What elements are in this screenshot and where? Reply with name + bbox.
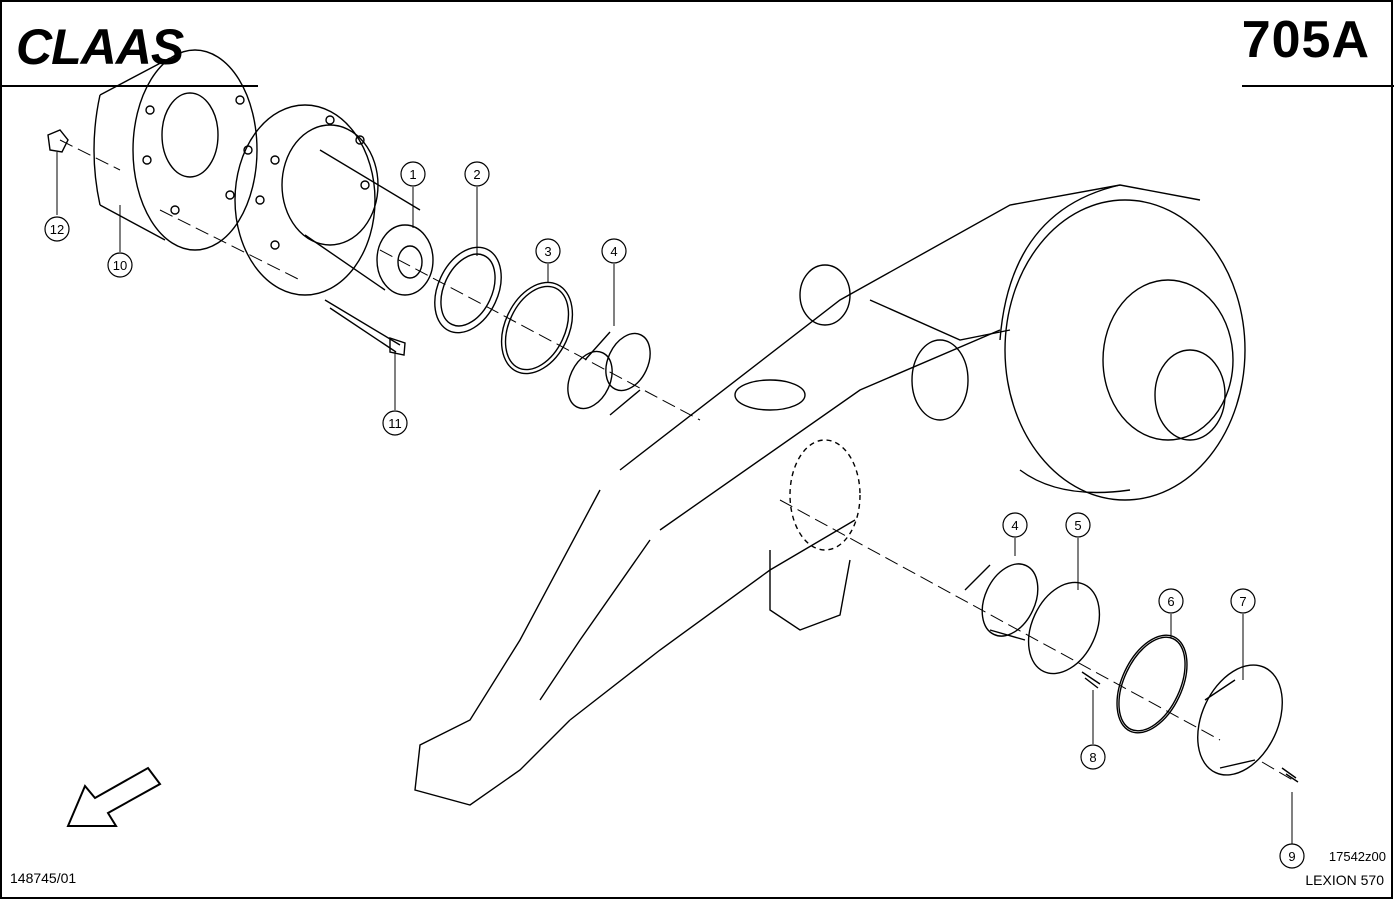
svg-text:7: 7: [1239, 594, 1246, 609]
callout-2: 2: [464, 161, 490, 187]
callout-1: 1: [400, 161, 426, 187]
callout-11: 11: [382, 410, 408, 436]
svg-text:CLAAS: CLAAS: [16, 20, 184, 72]
bolt-head-11: [389, 337, 406, 356]
callout-3: 3: [535, 238, 561, 264]
center-lines: [59, 139, 1297, 783]
callout-12: 12: [44, 216, 70, 242]
callout-5: 5: [1065, 512, 1091, 538]
cover-plate-part-5: [1027, 581, 1101, 675]
snap-ring-part-3: [500, 281, 574, 375]
drawing-id: 148745/01: [10, 870, 77, 886]
svg-text:4: 4: [610, 244, 617, 259]
front-direction-arrow-icon: [66, 766, 162, 827]
callouts: 1 2 3 4 4 5 6 7 8 9 10 11 12: [44, 161, 1305, 869]
ring-part-2: [434, 246, 502, 334]
svg-text:5: 5: [1074, 518, 1081, 533]
callout-4-upper: 4: [601, 238, 627, 264]
sheet-number: 705A: [1241, 11, 1370, 69]
svg-text:3: 3: [544, 244, 551, 259]
svg-text:1: 1: [409, 167, 416, 182]
callout-8: 8: [1080, 744, 1106, 770]
callout-10: 10: [107, 252, 133, 278]
line-art: [47, 49, 1299, 844]
stub-axle-part-1: [234, 104, 434, 296]
o-ring-part-6: [1116, 634, 1188, 734]
callout-9: 9: [1279, 843, 1305, 869]
end-cap-part-7: [1197, 664, 1283, 776]
svg-text:9: 9: [1288, 849, 1295, 864]
bolt-part-11: [324, 299, 401, 353]
svg-text:11: 11: [388, 416, 402, 431]
bushing-part-4-upper: [567, 331, 651, 416]
svg-text:8: 8: [1089, 750, 1096, 765]
image-reference: 17542z00: [1328, 849, 1386, 864]
machine-model: LEXION 570: [1305, 872, 1384, 888]
screw-part-8: [1081, 671, 1101, 689]
svg-text:10: 10: [113, 258, 127, 273]
screw-part-9: [1281, 767, 1299, 783]
svg-text:6: 6: [1167, 594, 1174, 609]
planetary-hub: [999, 184, 1246, 501]
leader-lines: [56, 152, 1293, 844]
callout-6: 6: [1158, 588, 1184, 614]
callout-4-lower: 4: [1002, 512, 1028, 538]
nut-part-12: [47, 129, 69, 153]
bushing-part-4-lower: [964, 563, 1039, 641]
svg-text:4: 4: [1011, 518, 1018, 533]
svg-text:12: 12: [50, 222, 64, 237]
hub-part-10: [93, 49, 258, 251]
claas-logo: CLAAS: [16, 20, 185, 72]
callout-7: 7: [1230, 588, 1256, 614]
axle-beam-body: [414, 184, 1201, 806]
svg-text:2: 2: [473, 167, 480, 182]
